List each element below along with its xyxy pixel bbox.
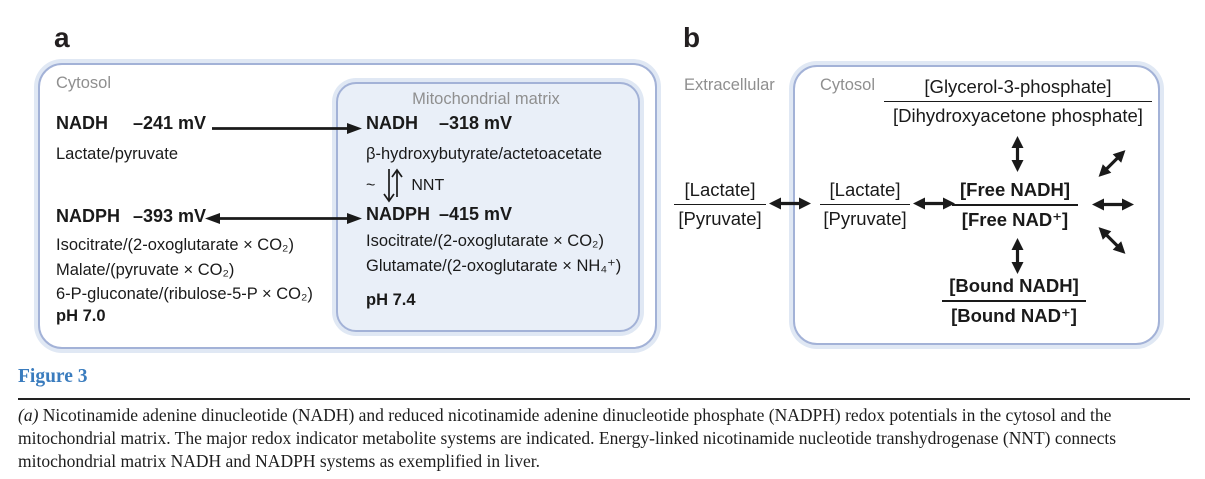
matrix-nadph-potential: –415 mV	[439, 204, 513, 224]
nadh-right-arrow	[212, 123, 362, 134]
cytosol-nadph-potential: –393 mV	[133, 206, 207, 226]
lactate-in-numerator: [Lactate]	[820, 179, 910, 205]
horizontal-double-arrow-right	[1092, 198, 1134, 211]
nnt-updown-arrows-icon	[383, 168, 404, 203]
caption-text: Nicotinamide adenine dinucleotide (NADH)…	[18, 405, 1117, 471]
bound-nadh-nad-fraction: [Bound NADH] [Bound NAD⁺]	[942, 275, 1086, 327]
indicator-line: 6-P-gluconate/(ribulose-5-P × CO₂)	[56, 285, 313, 303]
matrix-nadh-name: NADH	[366, 113, 418, 133]
cytosol-region-label: Cytosol	[56, 74, 112, 92]
diagonal-double-arrow-upper	[1098, 150, 1126, 177]
cytosol-nadph-row: NADPH –393 mV	[56, 206, 206, 227]
lactate-pyruvate-extracellular-fraction: [Lactate] [Pyruvate]	[674, 179, 766, 230]
cytosol-ph: pH 7.0	[56, 307, 106, 325]
matrix-nadph-indicators: Isocitrate/(2-oxoglutarate × CO₂) Glutam…	[366, 229, 621, 278]
cytosol-nadph-indicators: Isocitrate/(2-oxoglutarate × CO₂) Malate…	[56, 233, 313, 307]
cytosol-label-b: Cytosol	[820, 76, 876, 94]
cytosol-nadh-indicator: Lactate/pyruvate	[56, 145, 178, 163]
caption-divider	[18, 398, 1190, 400]
lactate-in-denominator: [Pyruvate]	[823, 208, 907, 229]
vertical-double-arrow-top	[1011, 136, 1024, 172]
diagonal-double-arrow-lower	[1098, 227, 1126, 254]
figure-number-label: Figure 3	[18, 366, 88, 387]
glycerol-denominator: [Dihydroxyacetone phosphate]	[893, 105, 1143, 126]
bound-nad-denominator: [Bound NAD⁺]	[951, 305, 1077, 326]
matrix-region-label: Mitochondrial matrix	[412, 90, 560, 108]
glycerol-dhap-fraction: [Glycerol-3-phosphate] [Dihydroxyacetone…	[884, 76, 1152, 127]
nadph-double-arrow	[205, 213, 362, 224]
indicator-line: Malate/(pyruvate × CO₂)	[56, 260, 235, 279]
bound-nadh-numerator: [Bound NADH]	[942, 275, 1086, 302]
lactate-out-numerator: [Lactate]	[674, 179, 766, 205]
indicator-line: Isocitrate/(2-oxoglutarate × CO₂)	[366, 232, 604, 250]
matrix-nadph-row: NADPH –415 mV	[366, 204, 512, 225]
mitochondrial-matrix-box	[336, 82, 640, 332]
caption-panel-ref: (a)	[18, 405, 39, 425]
extracellular-label: Extracellular	[684, 76, 775, 94]
matrix-nadph-name: NADPH	[366, 204, 431, 224]
matrix-nadh-potential: –318 mV	[439, 113, 513, 133]
cytosol-nadh-row: NADH –241 mV	[56, 113, 206, 134]
indicator-line: Isocitrate/(2-oxoglutarate × CO₂)	[56, 236, 294, 254]
free-nad-denominator: [Free NAD⁺]	[961, 209, 1069, 230]
vertical-double-arrow-bottom	[1011, 238, 1024, 274]
glycerol-numerator: [Glycerol-3-phosphate]	[884, 76, 1152, 102]
nnt-label: NNT	[411, 177, 445, 194]
matrix-ph: pH 7.4	[366, 291, 416, 309]
cytosol-nadph-name: NADPH	[56, 206, 121, 226]
matrix-nadh-row: NADH –318 mV	[366, 113, 512, 134]
horizontal-double-arrow-1	[769, 197, 811, 210]
indicator-line: Glutamate/(2-oxoglutarate × NH₄⁺)	[366, 256, 622, 275]
panel-a-label: a	[54, 22, 70, 53]
horizontal-double-arrow-2	[913, 197, 955, 210]
nnt-tilde: ~	[366, 177, 376, 194]
figure-caption: (a) Nicotinamide adenine dinucleotide (N…	[18, 404, 1196, 473]
lactate-out-denominator: [Pyruvate]	[678, 208, 762, 229]
lactate-pyruvate-cytosol-fraction: [Lactate] [Pyruvate]	[820, 179, 910, 230]
free-nadh-nad-fraction: [Free NADH] [Free NAD⁺]	[952, 179, 1078, 231]
matrix-nadh-indicator: β-hydroxybutyrate/actetoacetate	[366, 145, 603, 163]
nnt-row: ~ NNT	[366, 168, 444, 204]
cytosol-nadh-potential: –241 mV	[133, 113, 207, 133]
panel-b-label: b	[683, 22, 701, 53]
cytosol-nadh-name: NADH	[56, 113, 108, 133]
free-nadh-numerator: [Free NADH]	[952, 179, 1078, 206]
